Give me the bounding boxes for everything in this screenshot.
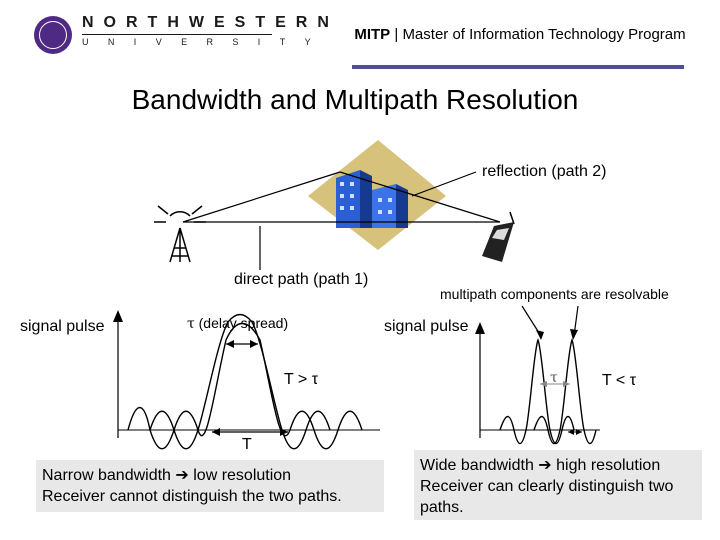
university-seal-icon (34, 16, 72, 54)
delay-text: (delay spread) (194, 315, 289, 331)
right-caption-box: Wide bandwidth ➔ high resolution Receive… (414, 450, 702, 520)
resolvable-label: multipath components are resolvable (440, 286, 669, 302)
header-program: Master of Information Technology Program (402, 26, 686, 43)
right-pulse-plot (475, 322, 600, 445)
right-signal-pulse-label: signal pulse (384, 318, 469, 335)
mobile-phone-icon (482, 211, 515, 262)
direct-path-label: direct path (path 1) (234, 271, 369, 288)
antenna-tower-icon (154, 205, 206, 263)
header-title: MITP | Master of Information Technology … (350, 24, 690, 45)
header-accent-bar (352, 65, 684, 69)
header-prefix: MITP (354, 26, 391, 43)
logo-subtitle: UNIVERSITY (82, 37, 331, 47)
reflection-path-reflected (339, 171, 501, 223)
resolvable-arrowhead-1 (536, 330, 544, 340)
delay-spread-label: τ (delay spread) (187, 315, 288, 332)
left-caption-line2: Receiver cannot distinguish the two path… (42, 488, 342, 505)
right-caption-line2: Receiver can clearly distinguish two pat… (420, 478, 674, 516)
delay-symbol: τ (187, 316, 195, 332)
logo-wordmark: NORTHWESTERN (82, 14, 339, 31)
reflection-pointer (411, 171, 477, 197)
left-caption-box: Narrow bandwidth ➔ low resolution Receiv… (36, 460, 384, 512)
left-signal-pulse-label: signal pulse (20, 318, 105, 335)
left-pulse-plot (113, 310, 380, 450)
buildings-icon (308, 140, 446, 250)
resolvable-arrowhead-2 (570, 329, 578, 340)
header-separator: | (390, 26, 403, 43)
reflection-path-incident (182, 171, 341, 223)
logo-divider (82, 34, 272, 35)
right-delay-symbol: τ (550, 370, 558, 386)
right-caption-line1: Wide bandwidth ➔ high resolution (420, 457, 661, 474)
reflection-label: reflection (path 2) (482, 163, 607, 180)
period-label: T (242, 436, 252, 453)
left-caption-line1: Narrow bandwidth ➔ low resolution (42, 467, 292, 484)
right-relation-label: T < τ (602, 372, 637, 389)
left-relation-label: T > τ (284, 371, 319, 388)
slide-title: Bandwidth and Multipath Resolution (131, 84, 579, 115)
